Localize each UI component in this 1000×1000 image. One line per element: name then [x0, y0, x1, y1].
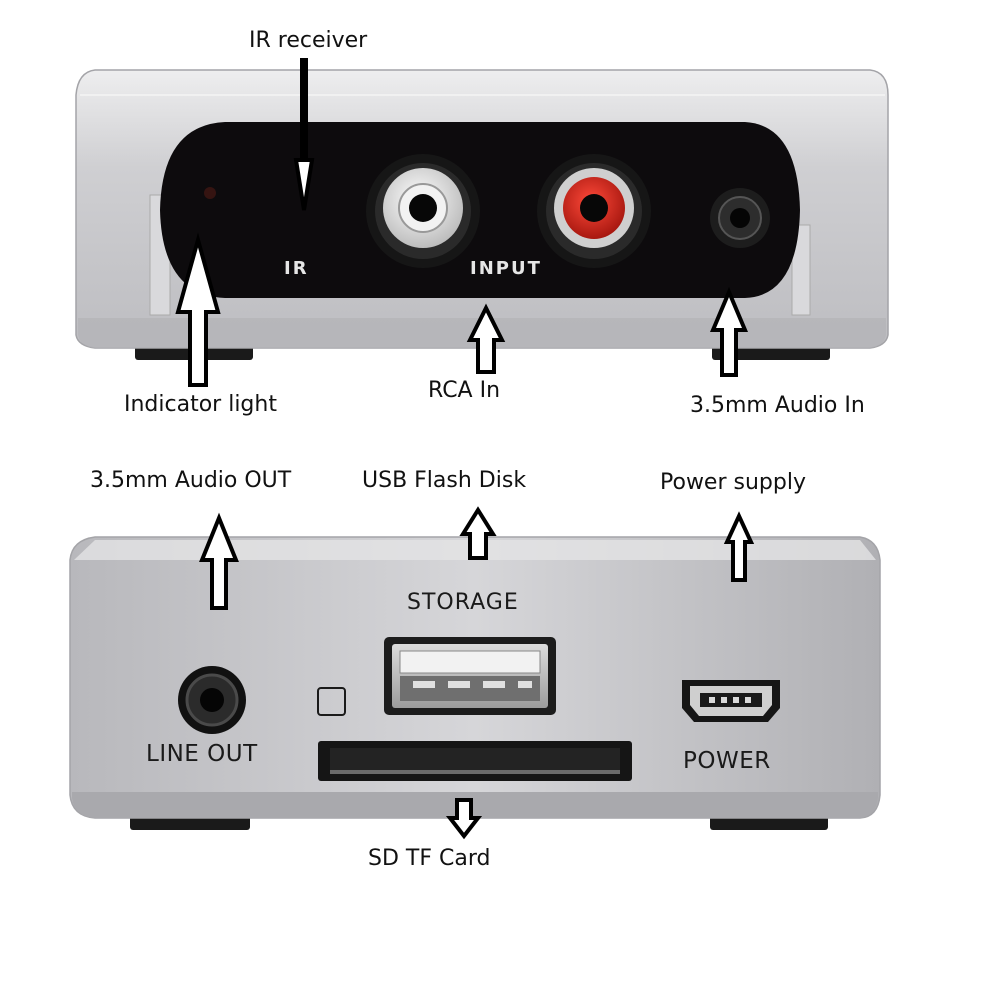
ir-label: IR — [284, 258, 309, 279]
callout-rca-in: RCA In — [428, 378, 501, 403]
storage-label: STORAGE — [407, 590, 519, 615]
indicator-led — [204, 187, 216, 199]
input-label: INPUT — [470, 258, 542, 279]
audio-out-arrow — [199, 512, 239, 610]
audio-in-arrow — [709, 286, 749, 377]
front-black-panel — [160, 122, 800, 298]
callout-arrows — [175, 58, 755, 840]
usb-port — [384, 637, 556, 715]
sd-card-icon — [317, 687, 346, 716]
sd-card-slot — [318, 741, 632, 781]
power-supply-arrow — [723, 511, 755, 582]
callout-sd-tf-card: SD TF Card — [368, 846, 491, 871]
power-label: POWER — [683, 748, 771, 774]
line-out-jack — [178, 666, 246, 734]
callout-audio-out: 3.5mm Audio OUT — [90, 468, 292, 493]
callout-indicator-light: Indicator light — [124, 392, 277, 417]
usb-flash-arrow — [459, 506, 497, 560]
audio-in-jack — [710, 188, 770, 248]
callout-audio-in: 3.5mm Audio In — [690, 393, 865, 418]
callout-ir-receiver: IR receiver — [249, 28, 368, 53]
line-out-label: LINE OUT — [146, 741, 258, 767]
power-port — [682, 680, 780, 722]
rear-device — [69, 536, 881, 830]
sd-tf-card-arrow — [445, 798, 483, 840]
indicator-light-arrow — [175, 232, 221, 387]
front-device — [75, 69, 889, 360]
rca-red-jack — [537, 154, 651, 268]
callout-usb-flash: USB Flash Disk — [362, 468, 527, 493]
rca-white-jack — [366, 154, 480, 268]
rca-in-arrow — [466, 303, 506, 374]
callout-power-supply: Power supply — [660, 470, 806, 495]
ir-receiver-arrow — [293, 58, 315, 211]
